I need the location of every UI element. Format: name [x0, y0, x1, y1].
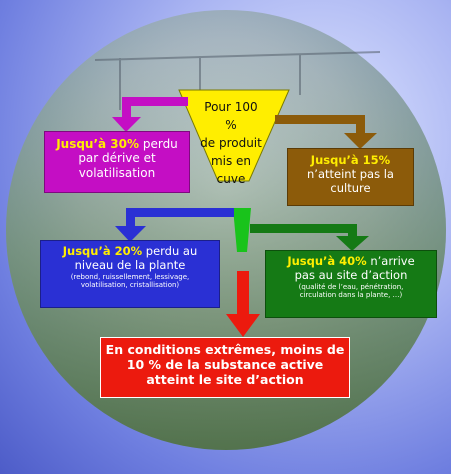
- loss-box-action-highlight: Jusqu’à 40%: [287, 254, 367, 268]
- loss-box-plant-detail-2: volatilisation, cristallisation): [80, 281, 180, 290]
- loss-box-action-line-2: pas au site d’action: [294, 267, 408, 282]
- loss-box-drift-line-3: volatilisation: [78, 165, 156, 180]
- loss-box-action-site: Jusqu’à 40% n’arrive pas au site d’actio…: [265, 250, 437, 318]
- arrow-30: [112, 97, 188, 132]
- funnel-line-2: de produit: [200, 136, 262, 150]
- arrow-result: [226, 271, 260, 337]
- loss-box-drift-highlight: Jusqu’à 30%: [56, 137, 140, 151]
- loss-box-action-detail-2: circulation dans la plante, …): [299, 291, 403, 300]
- funnel-spout: [233, 208, 251, 252]
- result-box: En conditions extrêmes, moins de 10 % de…: [100, 337, 350, 398]
- result-line-2: 10 % de la substance active: [126, 357, 324, 372]
- loss-box-plant-highlight: Jusqu’à 20%: [62, 244, 143, 258]
- funnel-label: Pour 100 % de produit mis en cuve: [200, 98, 262, 188]
- loss-box-crop-highlight: Jusqu’à 15%: [310, 153, 391, 167]
- funnel-line-3: mis en: [210, 154, 252, 168]
- loss-box-action-text: n’arrive: [366, 254, 415, 268]
- loss-box-drift-line-2: par dérive et: [78, 151, 156, 166]
- loss-box-crop-line-3: culture: [330, 180, 371, 195]
- loss-box-action-detail-1: (qualité de l’eau, pénétration,: [298, 282, 404, 291]
- loss-box-plant-text: perdu au: [142, 244, 198, 258]
- arrow-15: [275, 115, 377, 149]
- loss-box-drift-text: perdu: [139, 137, 178, 151]
- result-line-3: atteint le site d’action: [146, 372, 304, 387]
- loss-box-action-line-1: Jusqu’à 40% n’arrive: [266, 254, 436, 269]
- arrow-40: [250, 224, 369, 251]
- arrow-20: [115, 208, 234, 242]
- loss-box-drift-line-1: Jusqu’à 30% perdu: [45, 137, 189, 151]
- loss-box-crop: Jusqu’à 15% n’atteint pas la culture: [287, 148, 414, 206]
- loss-box-plant: Jusqu’à 20% perdu au niveau de la plante…: [40, 240, 220, 308]
- loss-box-plant-line-1: Jusqu’à 20% perdu au: [41, 244, 219, 259]
- loss-box-crop-line-2: n’atteint pas la: [307, 166, 394, 181]
- funnel-top: [178, 89, 290, 182]
- funnel-line-4: cuve: [216, 172, 246, 186]
- loss-box-plant-line-2: niveau de la plante: [74, 257, 186, 272]
- loss-box-plant-detail-1: (rebond, ruissellement, lessivage,: [70, 272, 190, 281]
- result-line-1: En conditions extrêmes, moins de: [105, 342, 345, 357]
- loss-box-drift: Jusqu’à 30% perdu par dérive et volatili…: [44, 131, 190, 193]
- funnel-line-1: Pour 100 %: [204, 100, 258, 132]
